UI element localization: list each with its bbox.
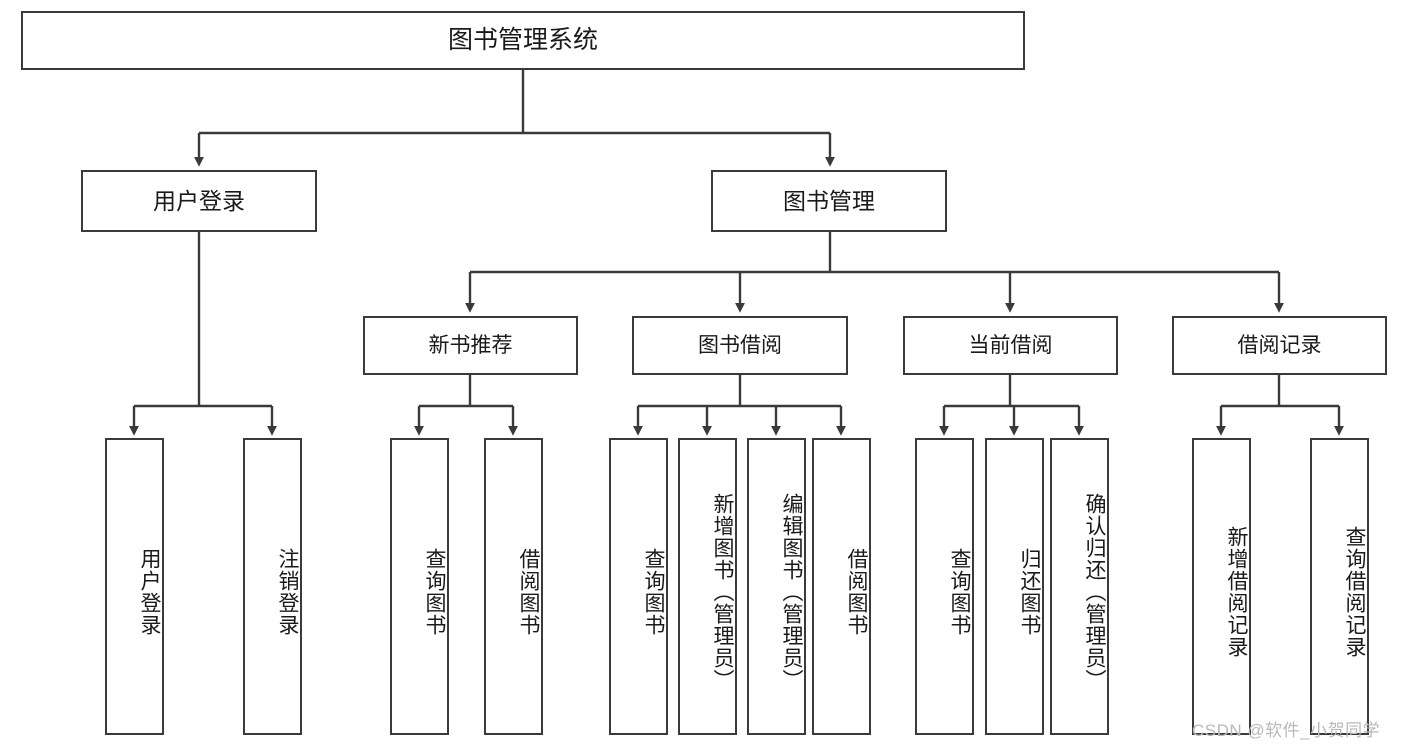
- node-user-login-label: 用户登录: [153, 187, 245, 214]
- node-leaf-confirm-return-admin-label: 确认归还（管理员）: [1083, 492, 1106, 691]
- node-leaf-query-book-cur-label: 查询图书: [948, 547, 971, 636]
- node-root[interactable]: 图书管理系统: [21, 11, 1025, 70]
- node-leaf-return-book-label: 归还图书: [1018, 547, 1041, 636]
- node-book-borrow-label: 图书借阅: [698, 333, 782, 357]
- node-leaf-return-book[interactable]: 归还图书: [985, 438, 1044, 735]
- node-current-borrow-label: 当前借阅: [968, 333, 1053, 357]
- node-leaf-borrow-book-rec-label: 借阅图书: [517, 547, 540, 636]
- node-leaf-logout-login[interactable]: 注销登录: [243, 438, 302, 735]
- node-leaf-borrow-book-label: 借阅图书: [845, 547, 868, 636]
- node-leaf-query-book-cur[interactable]: 查询图书: [915, 438, 974, 735]
- node-leaf-confirm-return-admin[interactable]: 确认归还（管理员）: [1050, 438, 1109, 735]
- node-leaf-add-borrow-record-label: 新增借阅记录: [1225, 525, 1248, 658]
- node-leaf-add-book-admin[interactable]: 新增图书（管理员）: [678, 438, 737, 735]
- node-borrow-record[interactable]: 借阅记录: [1172, 316, 1387, 375]
- node-borrow-record-label: 借阅记录: [1237, 333, 1322, 357]
- node-book-borrow[interactable]: 图书借阅: [632, 316, 848, 375]
- node-leaf-edit-book-admin-label: 编辑图书（管理员）: [780, 492, 803, 691]
- node-root-label: 图书管理系统: [447, 26, 598, 55]
- node-leaf-add-book-admin-label: 新增图书（管理员）: [711, 492, 734, 691]
- node-leaf-borrow-book[interactable]: 借阅图书: [812, 438, 871, 735]
- node-leaf-logout-login-label: 注销登录: [276, 547, 299, 636]
- node-new-book-recommend-label: 新书推荐: [428, 333, 513, 357]
- node-leaf-user-login-label: 用户登录: [138, 547, 161, 636]
- node-book-manage-label: 图书管理: [783, 187, 875, 214]
- csdn-watermark: CSDN @软件_小贺同学: [1192, 721, 1381, 740]
- node-current-borrow[interactable]: 当前借阅: [903, 316, 1118, 375]
- node-book-manage[interactable]: 图书管理: [711, 170, 947, 232]
- node-leaf-query-book-rec[interactable]: 查询图书: [390, 438, 449, 735]
- node-leaf-add-borrow-record[interactable]: 新增借阅记录: [1192, 438, 1251, 735]
- node-leaf-query-borrow-record-label: 查询借阅记录: [1343, 525, 1366, 658]
- node-leaf-query-book-borrow[interactable]: 查询图书: [609, 438, 668, 735]
- node-leaf-user-login[interactable]: 用户登录: [105, 438, 164, 735]
- node-leaf-query-book-rec-label: 查询图书: [423, 547, 446, 636]
- node-leaf-borrow-book-rec[interactable]: 借阅图书: [484, 438, 543, 735]
- node-user-login[interactable]: 用户登录: [81, 170, 317, 232]
- node-new-book-recommend[interactable]: 新书推荐: [363, 316, 578, 375]
- node-leaf-query-borrow-record[interactable]: 查询借阅记录: [1310, 438, 1369, 735]
- node-leaf-query-book-borrow-label: 查询图书: [642, 547, 665, 636]
- node-leaf-edit-book-admin[interactable]: 编辑图书（管理员）: [747, 438, 806, 735]
